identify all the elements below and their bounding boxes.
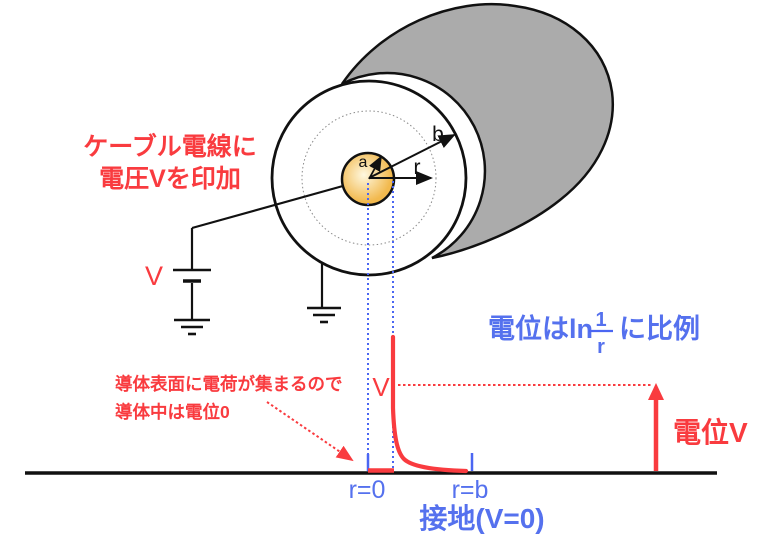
potential-graph: V 電位V r=0 r=b 接地(V=0) [25,334,748,534]
annotation-line1: 導体表面に電荷が集まるので [115,374,343,394]
title-line1: ケーブル電線に [83,132,257,161]
r-b-label: r=b [452,476,489,504]
circuit: V [145,228,341,336]
label-r: r [414,156,421,179]
annotation-line2: 導体中は電位0 [115,402,230,422]
proportional-suffix: に比例 [619,314,700,344]
arrow-a [368,155,382,180]
ground-icon-battery [174,318,210,336]
fraction-numerator: 1 [595,309,606,331]
title-line2: 電圧Vを印加 [99,165,241,193]
cable-body [340,2,615,260]
r-zero-label: r=0 [349,476,386,504]
wire-to-core [191,177,369,230]
ground-label: 接地(V=0) [419,503,544,534]
battery-icon [173,268,211,283]
arrow-b [368,134,456,179]
battery-voltage-label: V [145,261,163,291]
fraction-denominator: r [597,336,605,358]
proportional-text: 電位はln 1 r に比例 [488,309,700,358]
label-b: b [432,123,444,146]
conductor-annotation: 導体表面に電荷が集まるので 導体中は電位0 [115,374,354,462]
potential-arrow-label: 電位V [673,416,748,448]
annotation-arrow [266,401,354,462]
ground-icon-shield [307,306,341,324]
potential-arrowhead [648,383,664,400]
potential-curve [390,334,469,474]
proportional-prefix: 電位はln [488,313,593,344]
title-block: ケーブル電線に 電圧Vを印加 [83,132,257,193]
label-a: a [359,154,368,171]
graph-v-label: V [372,372,390,402]
